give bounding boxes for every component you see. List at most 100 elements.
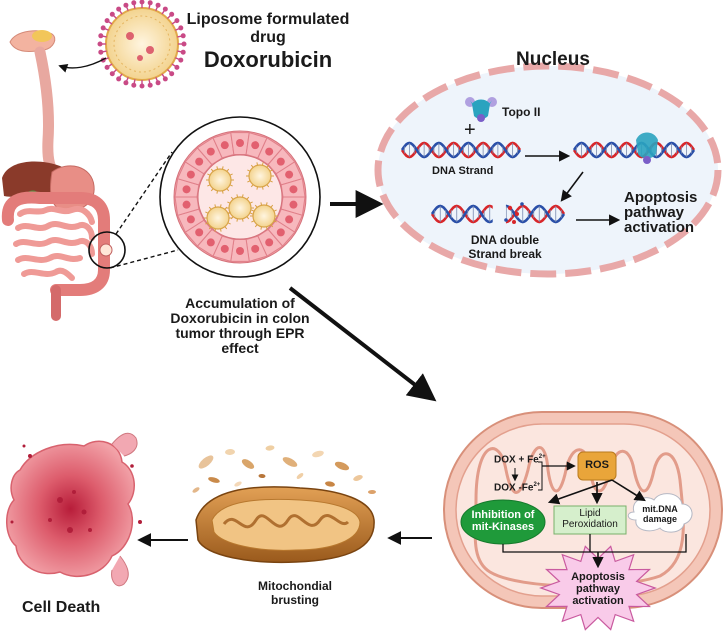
debris-fragment xyxy=(325,481,335,487)
liposome-spike-head xyxy=(180,49,186,55)
liposome-spike xyxy=(266,164,270,168)
liposome-spike-head xyxy=(123,2,129,8)
liposome-spike-head xyxy=(155,2,161,8)
liposome-spike xyxy=(236,218,239,222)
dsb-label-line1: DNA double xyxy=(470,233,540,247)
esophagus xyxy=(34,46,62,181)
liposome-spike xyxy=(266,184,270,188)
lipid-label-line2: Peroxidation xyxy=(562,519,618,530)
dna-strand-label: DNA Strand xyxy=(432,165,494,177)
cell-nucleus xyxy=(285,215,294,224)
colon-to-mitochondria-arrow xyxy=(288,286,437,402)
nucleus-illustration xyxy=(374,62,722,278)
debris-fragment xyxy=(198,455,214,469)
dna-break-fragments xyxy=(504,202,524,224)
liposome-spike xyxy=(269,180,273,183)
liposome-spike-head xyxy=(100,25,106,31)
liposome-spike xyxy=(216,166,219,170)
liposome-spike-head xyxy=(174,64,180,70)
cell-nucleus xyxy=(265,147,274,156)
drug-name-title: Doxorubicin xyxy=(203,47,333,72)
liposome-spike xyxy=(221,166,224,170)
liposome-spike-head xyxy=(169,11,175,17)
debris-fragment xyxy=(334,461,350,471)
cell-nucleus xyxy=(289,185,298,194)
liposome-spike xyxy=(224,226,228,230)
liposome-spike xyxy=(250,164,254,168)
lipid-peroxidation-box xyxy=(553,505,627,535)
liposome-spike-head xyxy=(98,33,104,39)
colon-caption-line3: tumor through EPR xyxy=(175,325,305,341)
liposome-spike xyxy=(205,211,209,214)
liposome-spike-head xyxy=(174,18,180,24)
cell-nucleus xyxy=(220,141,229,150)
colon-caption-line2: Doxorubicin in colon xyxy=(170,310,310,326)
liposome-spike-head xyxy=(109,71,115,77)
liposome-spike xyxy=(247,169,251,172)
liposome-spike-head xyxy=(178,57,184,63)
liposome-spike xyxy=(254,204,258,208)
liposome-spike-head xyxy=(162,76,168,82)
liposome-spike xyxy=(230,216,234,220)
cell-nucleus xyxy=(289,200,298,209)
liposome-spike xyxy=(208,226,212,230)
cell-nucleus xyxy=(206,147,215,156)
liposome-spike xyxy=(246,216,250,220)
liposome-spike xyxy=(249,212,253,215)
liposome-spike xyxy=(219,228,222,232)
liposome-spike xyxy=(224,206,228,210)
cell-nucleus xyxy=(195,157,204,166)
liposome-spike-head xyxy=(123,80,129,86)
topo-bound-icon xyxy=(636,132,658,164)
mito-apoptosis-line2: pathway xyxy=(575,583,620,595)
liposome-spike-head xyxy=(180,33,186,39)
burst-label-line1: Mitochondial xyxy=(258,579,332,593)
liposome-spike xyxy=(227,201,231,204)
liposome-spike xyxy=(251,220,255,223)
burst-label-line2: brusting xyxy=(271,593,319,607)
dna-gap xyxy=(492,202,506,226)
colon-cross-section xyxy=(159,116,321,278)
liposome-spike xyxy=(229,173,233,176)
liposome-spike xyxy=(269,169,273,172)
salivary-gland xyxy=(32,30,52,42)
liposome-particle xyxy=(208,168,232,192)
mtdna-label-line1: mit.DNA xyxy=(642,504,678,514)
liposome-spike xyxy=(260,226,263,230)
liposome-spike xyxy=(260,202,263,206)
liposome-spike-head xyxy=(169,71,175,77)
cell-nucleus xyxy=(276,228,285,237)
liposome-spike-head xyxy=(147,82,153,88)
colon-caption-line1: Accumulation of xyxy=(185,295,295,311)
debris-fragment xyxy=(258,473,266,479)
kinase-label-line2: mit-Kinases xyxy=(471,521,535,533)
liposome-spike-head xyxy=(98,49,104,55)
cell-nucleus xyxy=(276,157,285,166)
liposome-spike xyxy=(210,188,214,192)
debris-fragment xyxy=(225,448,235,456)
dsb-label-line2: Strand break xyxy=(468,247,542,261)
mito-apoptosis-line1: Apoptosis xyxy=(571,571,625,583)
liposome-spike xyxy=(216,190,219,194)
liposome-spike xyxy=(241,194,244,198)
nucleus-apoptosis-line2: pathway xyxy=(624,204,685,221)
liposome-spike xyxy=(227,222,231,225)
nucleus-apoptosis-line3: activation xyxy=(624,219,695,236)
debris-fragment xyxy=(282,457,298,467)
liposome-spike xyxy=(241,218,244,222)
liposome-spike xyxy=(247,180,251,183)
dying-cell xyxy=(6,432,142,587)
debris-fragment xyxy=(192,487,200,493)
liposome-spike-head xyxy=(131,0,137,6)
liposome-spike-head xyxy=(116,76,122,82)
dna-double-strand-break-helix xyxy=(430,202,566,226)
liposome-spike-head xyxy=(97,41,103,47)
topo-ii-icon xyxy=(465,97,497,122)
debris-fragment xyxy=(368,489,376,495)
small-intestine xyxy=(13,205,95,281)
debris-fragment xyxy=(353,475,363,481)
liposome-spike xyxy=(236,194,239,198)
liposome-particle xyxy=(252,204,276,228)
liposome-spike-head xyxy=(147,0,153,6)
cell-death-label: Cell Death xyxy=(22,599,101,616)
